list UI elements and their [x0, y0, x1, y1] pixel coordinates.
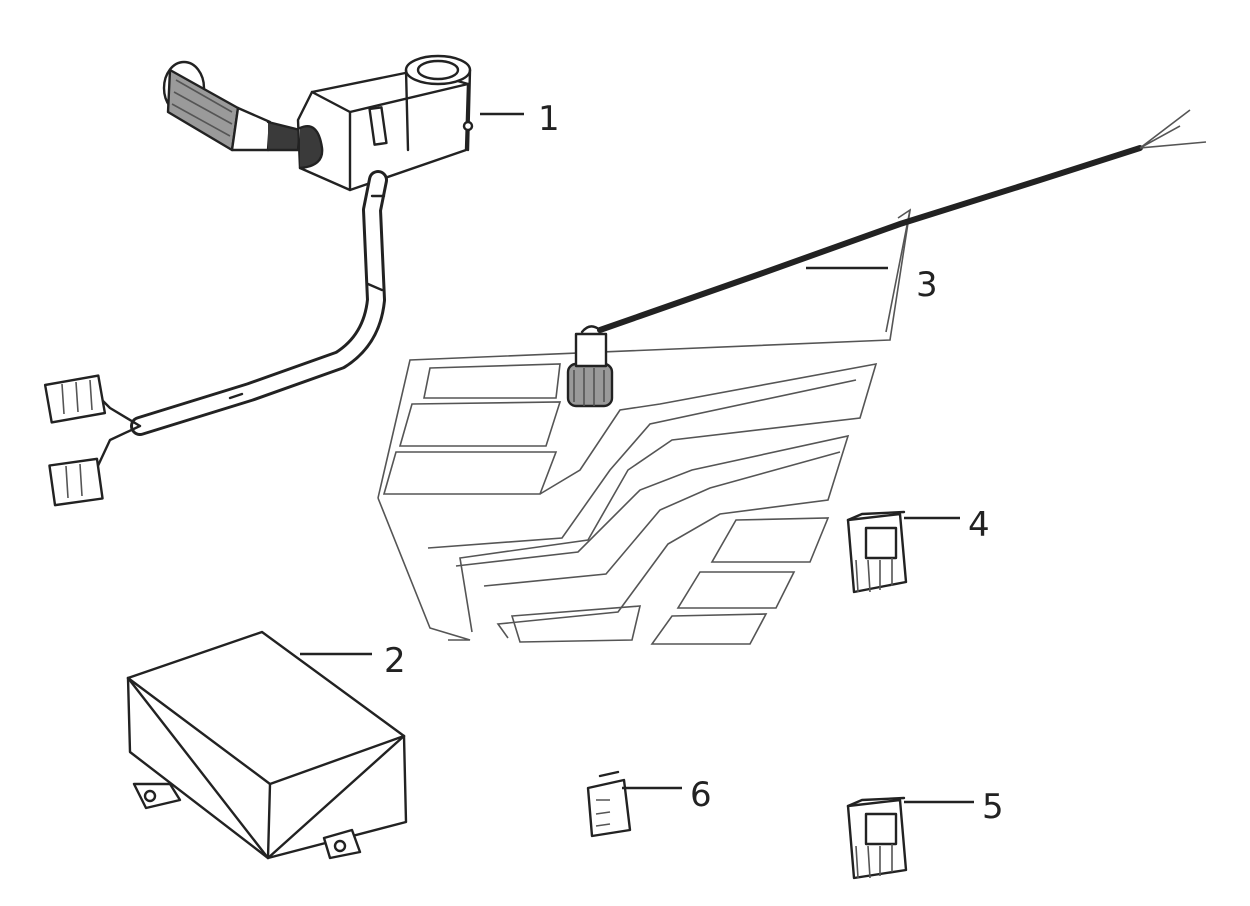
mounting-tab-left-icon: [132, 782, 182, 810]
callout-number-3: 3: [916, 265, 938, 305]
part-5-relay-icon: [846, 796, 908, 880]
callout-number-5: 5: [982, 787, 1004, 827]
callout-number-6: 6: [690, 775, 712, 815]
sensor-wire-icon: [597, 145, 1143, 333]
switch-body-icon: [296, 54, 474, 192]
callout-number-2: 2: [384, 641, 406, 681]
harness-cable-icon: [94, 170, 388, 472]
part-1-switch-assembly: [43, 54, 474, 507]
tank-outline-sketch: [377, 208, 912, 645]
sensor-body-icon: [566, 325, 614, 408]
wire-end-strands-icon: [1139, 109, 1207, 149]
callout-number-4: 4: [968, 505, 990, 545]
harness-connector-upper-icon: [43, 374, 107, 424]
harness-connector-lower-icon: [48, 457, 104, 507]
switch-grip-icon: [162, 60, 302, 152]
part-2-control-box: [126, 630, 408, 860]
part-3-sensor: [566, 109, 1207, 408]
part-6-relay-icon: [586, 770, 632, 838]
part-4-relay-icon: [846, 510, 908, 594]
callout-number-1: 1: [538, 99, 560, 139]
mounting-tab-right-icon: [322, 828, 362, 860]
